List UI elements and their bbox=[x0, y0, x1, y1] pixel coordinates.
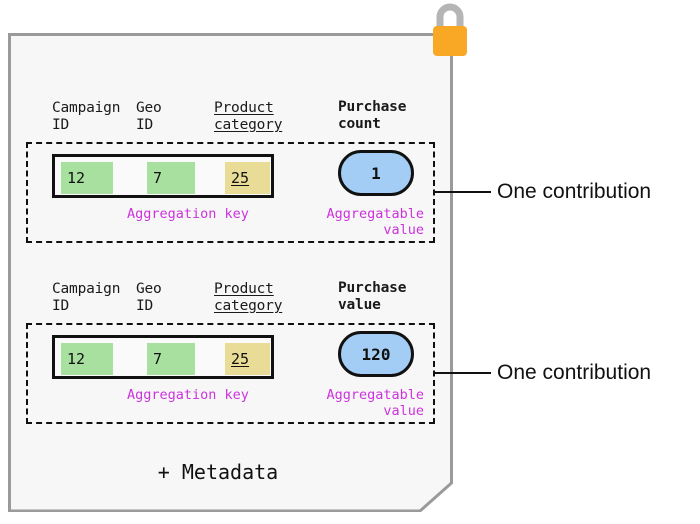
card-outline bbox=[8, 33, 453, 512]
header-geo-id: Geo ID bbox=[136, 100, 162, 133]
contribution-block-2: Campaign ID Geo ID Product category Purc… bbox=[26, 277, 435, 424]
header-metric: Purchase value bbox=[338, 280, 407, 313]
key-cell-geo-id: 7 bbox=[147, 343, 195, 375]
contribution-block-1: Campaign ID Geo ID Product category Purc… bbox=[26, 96, 435, 243]
contribution-boundary-2: 12 7 25 120 Aggregation key Aggregatable… bbox=[26, 323, 435, 424]
aggregatable-value-oval-2: 120 bbox=[338, 331, 414, 377]
column-headers-2: Campaign ID Geo ID Product category Purc… bbox=[26, 277, 435, 323]
column-headers-1: Campaign ID Geo ID Product category Purc… bbox=[26, 96, 435, 142]
leader-line-icon bbox=[435, 191, 491, 193]
encrypted-report-card bbox=[8, 33, 453, 512]
key-cell-product-category-text: 25 bbox=[231, 169, 250, 187]
header-product-category: Product category bbox=[214, 281, 283, 314]
header-geo-id: Geo ID bbox=[136, 281, 162, 314]
annotation-aggregation-key-1: Aggregation key bbox=[127, 206, 249, 222]
header-metric: Purchase count bbox=[338, 99, 407, 132]
key-cell-product-category: 25 bbox=[225, 162, 270, 194]
key-cell-product-category: 25 bbox=[225, 343, 270, 375]
annotation-aggregation-key-2: Aggregation key bbox=[127, 387, 249, 403]
key-cell-product-category-text: 25 bbox=[231, 350, 250, 368]
contribution-boundary-1: 12 7 25 1 Aggregation key Aggregatable v… bbox=[26, 142, 435, 243]
key-cell-campaign-id: 12 bbox=[61, 343, 113, 375]
callout-one-contribution-1: One contribution bbox=[435, 180, 651, 204]
annotation-aggregatable-value-1: Aggregatable value bbox=[326, 206, 424, 238]
padlock-icon bbox=[428, 2, 472, 60]
aggregatable-value-oval-1: 1 bbox=[338, 150, 414, 196]
key-cell-geo-id: 7 bbox=[147, 162, 195, 194]
annotation-aggregatable-value-2: Aggregatable value bbox=[326, 387, 424, 419]
header-campaign-id: Campaign ID bbox=[52, 281, 121, 314]
header-product-category: Product category bbox=[214, 100, 283, 133]
key-cell-campaign-id: 12 bbox=[61, 162, 113, 194]
metadata-label: + Metadata bbox=[157, 460, 279, 484]
leader-line-icon bbox=[435, 372, 491, 374]
header-campaign-id: Campaign ID bbox=[52, 100, 121, 133]
callout-label: One contribution bbox=[497, 180, 652, 203]
callout-label: One contribution bbox=[497, 361, 652, 384]
aggregation-key-box-2: 12 7 25 bbox=[52, 335, 274, 379]
aggregation-key-box-1: 12 7 25 bbox=[52, 154, 274, 198]
callout-one-contribution-2: One contribution bbox=[435, 361, 651, 385]
